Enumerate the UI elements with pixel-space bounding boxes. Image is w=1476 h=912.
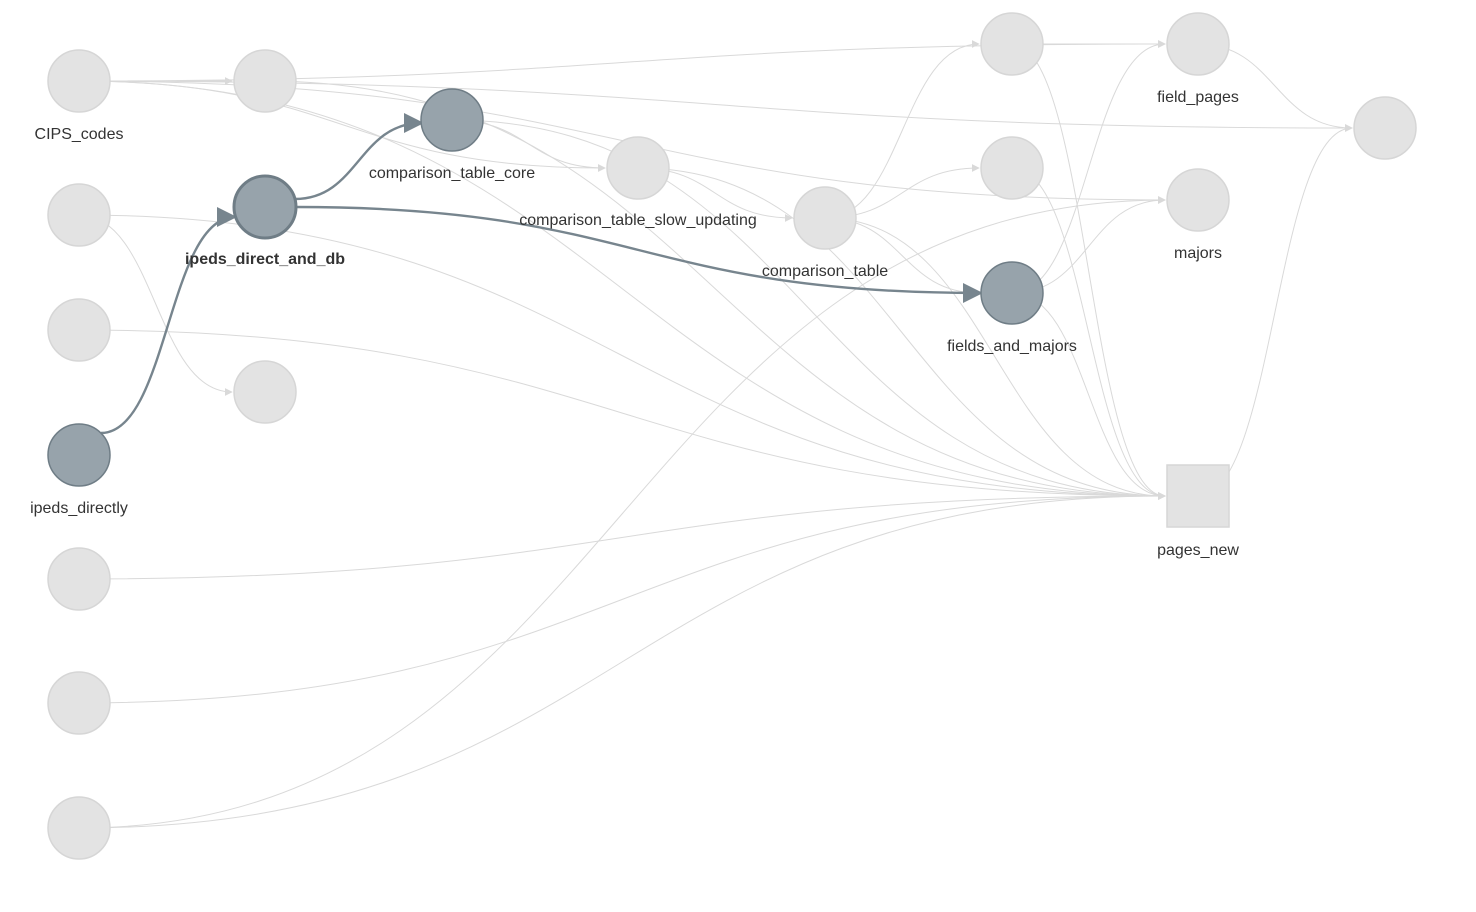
node-label-field_pages: field_pages [1157, 89, 1239, 106]
edge-n_col6_mid-to-pages_new [1011, 167, 1166, 500]
edge-n_left_3-to-pages_new [78, 329, 1166, 500]
edge-n_col6_top-to-pages_new [1011, 43, 1166, 500]
node-n_left_5[interactable] [47, 547, 111, 611]
node-n_left_7[interactable] [47, 796, 111, 860]
node-label-fields_and_majors: fields_and_majors [947, 338, 1077, 355]
node-fields_and_majors[interactable] [980, 261, 1044, 325]
faded-edges-layer [78, 40, 1353, 829]
node-ipeds_direct_and_db[interactable] [232, 174, 298, 240]
highlighted-edges-layer [100, 113, 983, 435]
node-n_col2_top[interactable] [233, 49, 297, 113]
nodes-layer [47, 12, 1417, 860]
edge-comparison_table_slow_updating-to-pages_new [637, 167, 1166, 500]
edge-n_left_5-to-pages_new [78, 492, 1166, 580]
node-n_left_2[interactable] [47, 183, 111, 247]
edge-ipeds_direct_and_db-to-comparison_table_core [294, 113, 424, 201]
node-pages_new[interactable] [1166, 464, 1230, 528]
node-n_far_right[interactable] [1353, 96, 1417, 160]
node-field_pages[interactable] [1166, 12, 1230, 76]
node-comparison_table_core[interactable] [420, 88, 484, 152]
edge-n_left_7-to-pages_new [78, 492, 1166, 829]
node-label-ipeds_directly: ipeds_directly [30, 500, 128, 517]
node-label-pages_new: pages_new [1157, 542, 1239, 559]
edge-ipeds_direct_and_db-to-fields_and_majors [295, 205, 983, 303]
edge-ipeds_directly-to-ipeds_direct_and_db [100, 207, 237, 435]
node-cips_codes[interactable] [47, 49, 111, 113]
edge-cips_codes-to-pages_new [78, 80, 1166, 500]
edge-comparison_table-to-n_col6_top [824, 40, 980, 219]
labels-layer: CIPS_codes ipeds_directly ipeds_direct_and… [30, 89, 1239, 559]
edge-n_left_6-to-pages_new [78, 492, 1166, 704]
node-n_col6_top[interactable] [980, 12, 1044, 76]
node-label-comparison_table_core: comparison_table_core [369, 165, 535, 182]
edge-comparison_table-to-pages_new [824, 217, 1166, 500]
edge-n_left_2-to-pages_new [78, 214, 1166, 500]
node-n_col2_bottom[interactable] [233, 360, 297, 424]
node-n_col6_mid[interactable] [980, 136, 1044, 200]
node-ipeds_directly[interactable] [47, 423, 111, 487]
node-label-majors: majors [1174, 245, 1222, 262]
node-label-cips_codes: CIPS_codes [35, 126, 124, 143]
node-n_left_3[interactable] [47, 298, 111, 362]
edge-n_left_7-to-majors [78, 196, 1166, 829]
edge-cips_codes-to-comparison_table_slow_updating [78, 80, 606, 172]
node-label-comparison_table: comparison_table [762, 263, 888, 280]
node-comparison_table[interactable] [793, 186, 857, 250]
node-majors[interactable] [1166, 168, 1230, 232]
node-label-comparison_table_slow_updating: comparison_table_slow_updating [519, 212, 757, 229]
node-comparison_table_slow_updating[interactable] [606, 136, 670, 200]
node-n_left_6[interactable] [47, 671, 111, 735]
node-label-ipeds_direct_and_db: ipeds_direct_and_db [185, 251, 345, 268]
edge-comparison_table_core-to-pages_new [451, 119, 1166, 500]
edge-fields_and_majors-to-pages_new [1011, 292, 1166, 500]
